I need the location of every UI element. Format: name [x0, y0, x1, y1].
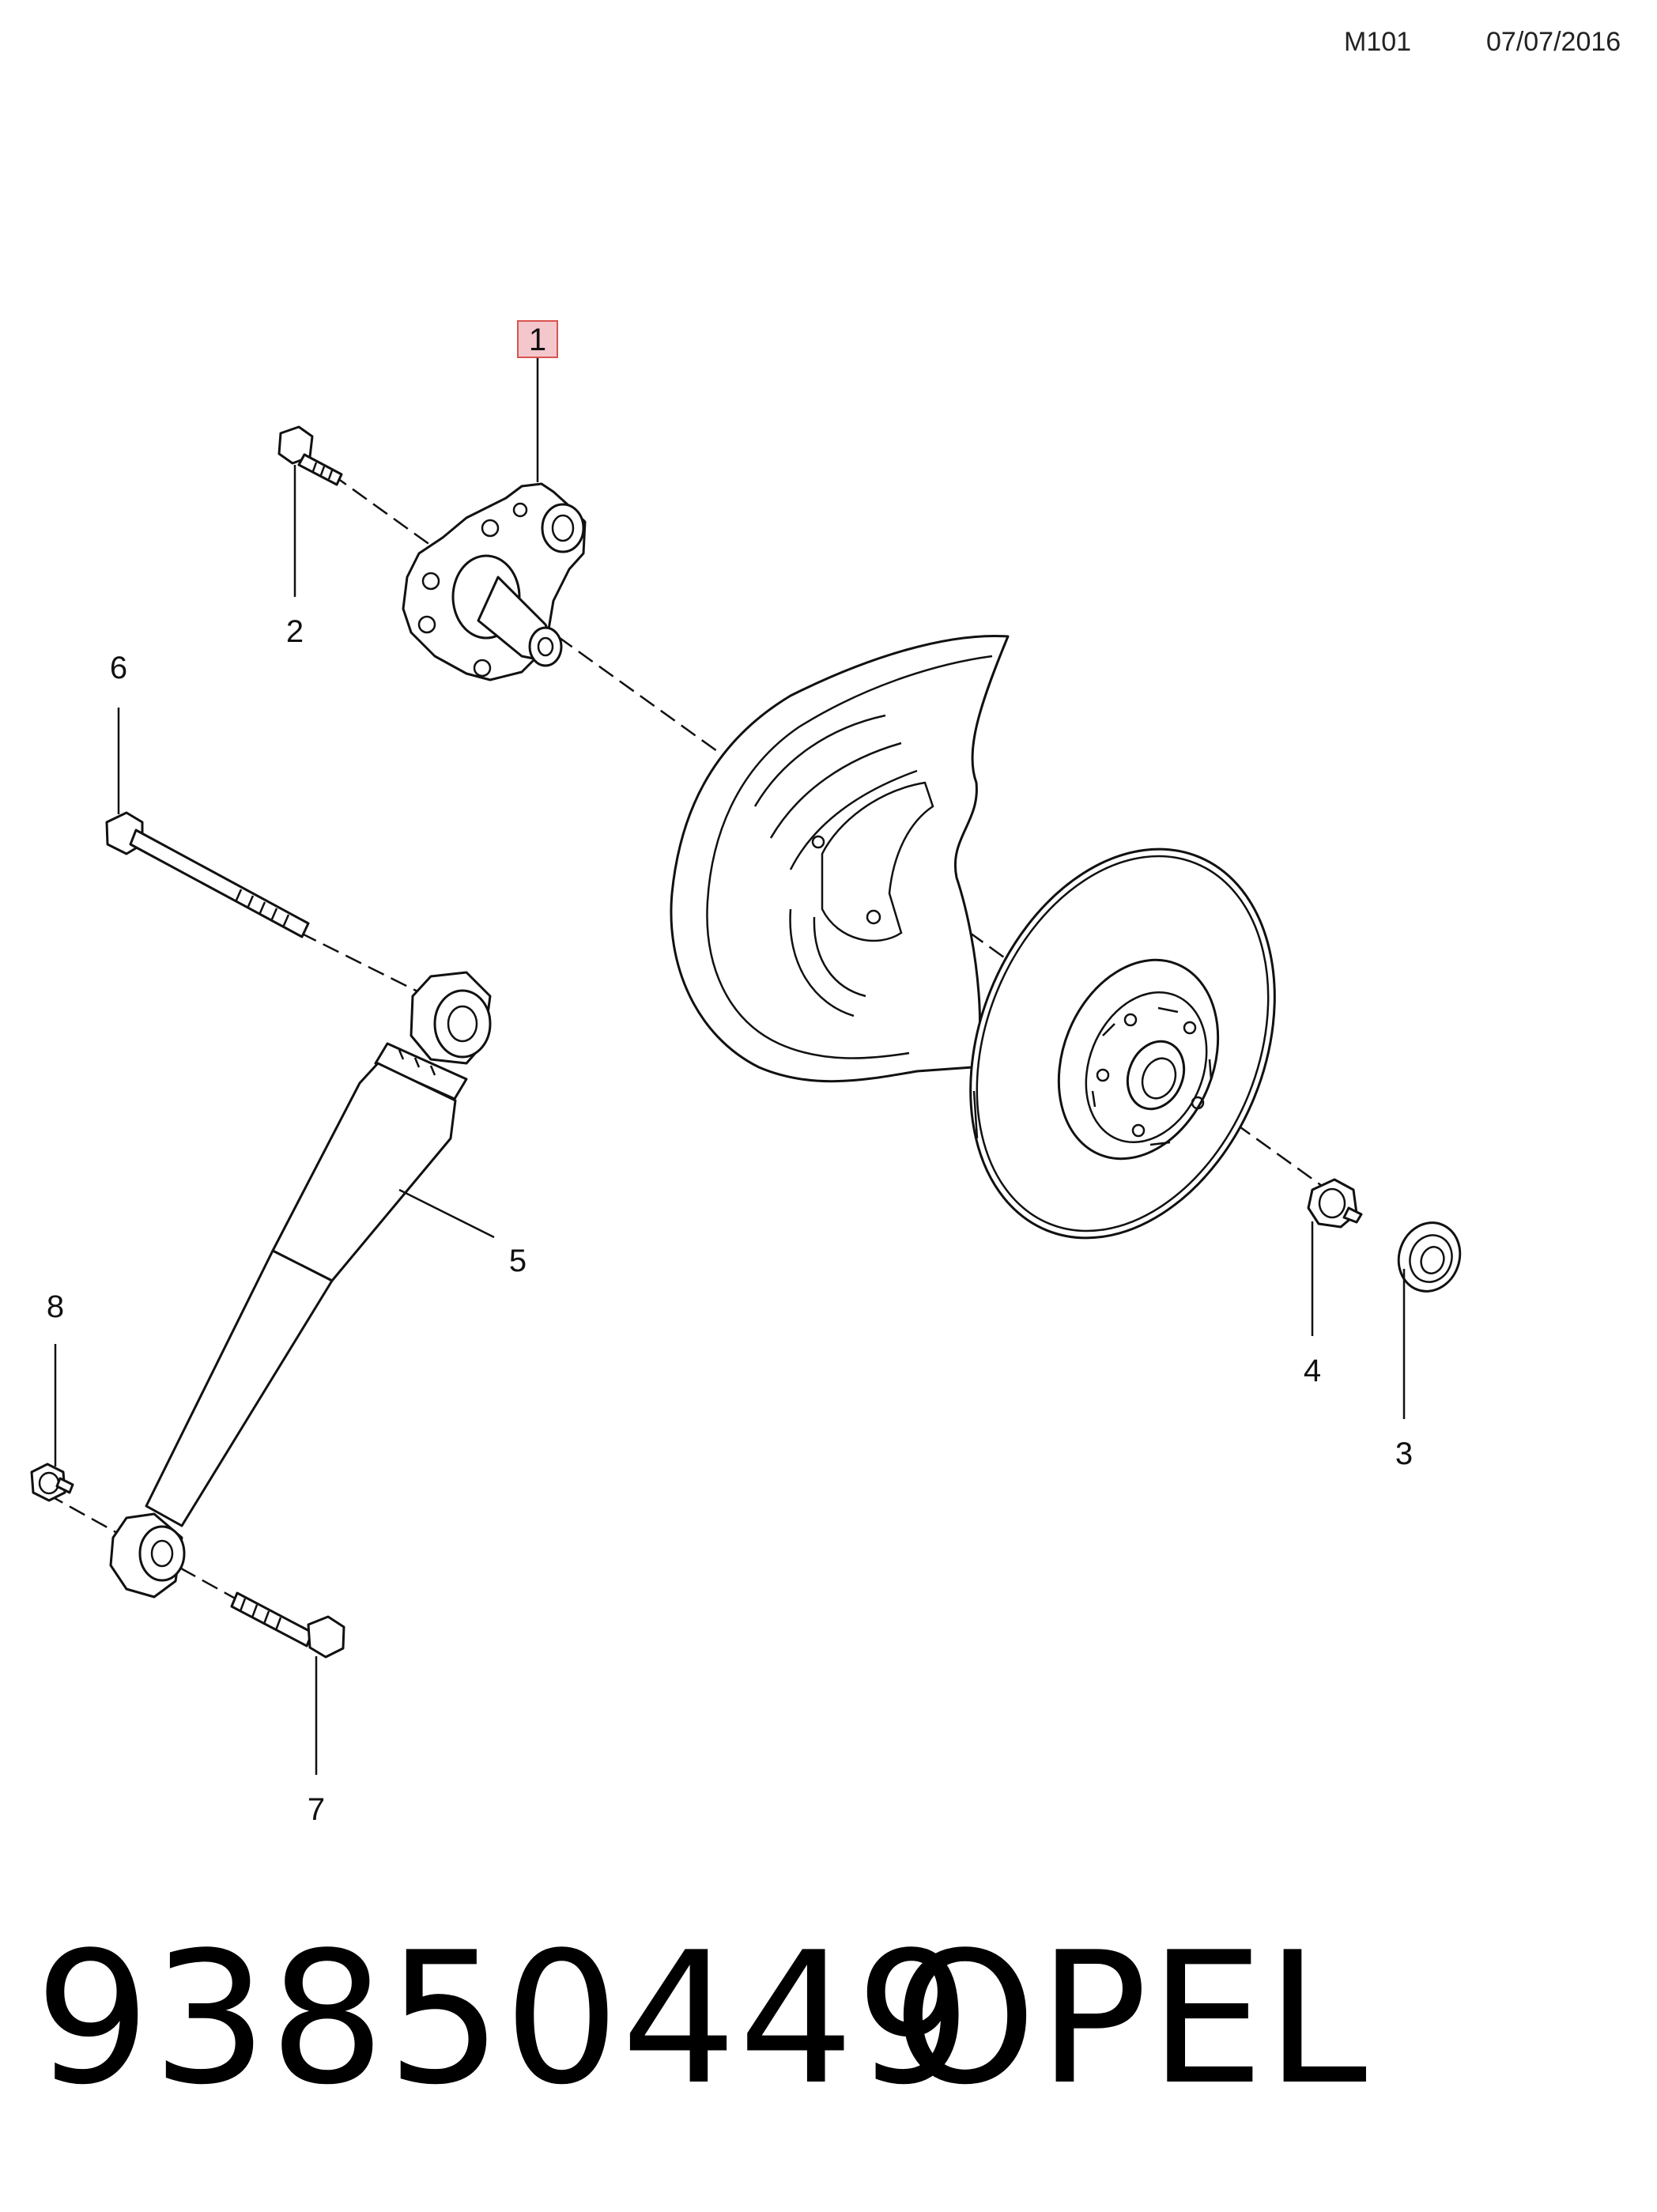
callout-6[interactable]: 6	[110, 651, 127, 685]
diagram-date: 07/07/2016	[1486, 27, 1621, 57]
hub-cap	[1397, 1221, 1462, 1293]
callout-8[interactable]: 8	[47, 1289, 64, 1324]
brake-backing-plate	[670, 634, 1010, 1083]
brand-name: OPEL	[893, 1914, 1369, 2125]
lower-shock-bushing	[109, 1512, 186, 1599]
leader-5	[398, 1188, 495, 1239]
brake-disc	[969, 847, 1276, 1240]
lower-shock-nut	[30, 1463, 74, 1502]
upper-shock-bolt	[105, 811, 310, 938]
assembly-axis-lower-mount	[47, 1493, 262, 1614]
callout-7[interactable]: 7	[308, 1792, 325, 1827]
callout-1[interactable]: 1	[529, 323, 546, 357]
callout-4[interactable]: 4	[1304, 1353, 1321, 1388]
callout-3[interactable]: 3	[1395, 1436, 1413, 1471]
shock-absorber	[145, 971, 492, 1527]
hub-bolt	[277, 425, 343, 486]
callout-5[interactable]: 5	[509, 1244, 527, 1278]
part-number: 93850449	[35, 1914, 973, 2125]
diagram-code: M101	[1344, 27, 1412, 57]
lower-shock-bolt	[230, 1591, 345, 1659]
hub-nut	[1307, 1178, 1363, 1229]
callout-1-highlight	[517, 320, 558, 358]
wheel-hub-flange	[402, 482, 587, 681]
callout-2[interactable]: 2	[286, 614, 304, 649]
